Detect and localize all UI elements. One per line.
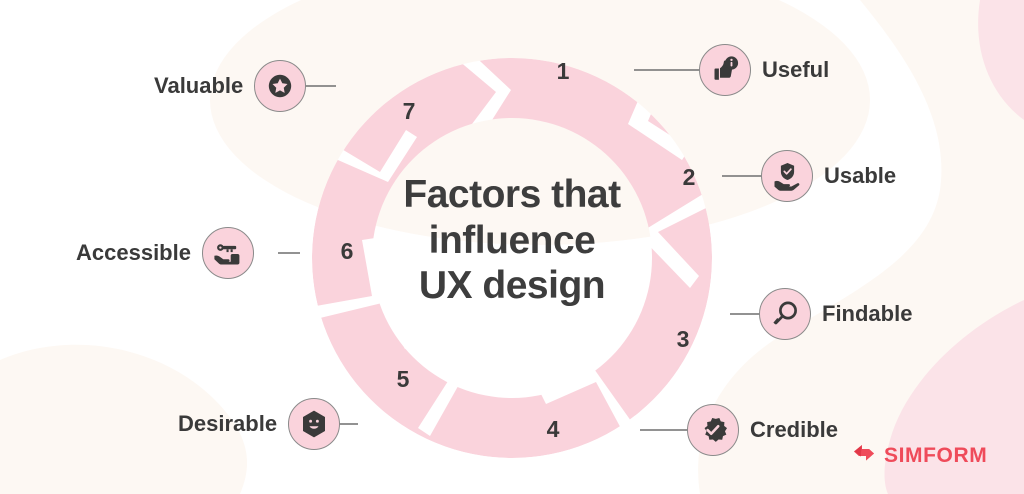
ring-number-7: 7 <box>402 98 416 124</box>
node-credible[interactable]: Credible <box>687 404 838 456</box>
ring-number-6: 6 <box>340 238 354 264</box>
hand-shield-check-icon <box>761 150 813 202</box>
node-desirable[interactable]: Desirable <box>178 398 341 450</box>
hand-key-icon <box>201 227 254 279</box>
ring-body <box>312 58 712 458</box>
verified-badge-icon <box>687 404 739 456</box>
page-title: Factors that influence UX design <box>362 172 662 309</box>
magnifier-icon <box>759 288 811 340</box>
simform-logo-text: SIMFORM <box>884 444 988 467</box>
node-usable[interactable]: Usable <box>761 150 896 202</box>
title-line-3: UX design <box>418 264 606 308</box>
node-useful[interactable]: Useful <box>699 44 829 96</box>
ring-segment-gaps <box>316 48 712 436</box>
hexagon-smiley-icon <box>288 398 341 450</box>
ring-number-1: 1 <box>556 58 570 84</box>
ring-number-3: 3 <box>676 326 690 352</box>
node-label-credible: Credible <box>750 417 839 442</box>
ring-number-5: 5 <box>396 366 410 392</box>
simform-logo[interactable]: SIMFORM <box>851 443 987 469</box>
node-valuable[interactable]: Valuable <box>154 60 307 112</box>
node-label-desirable: Desirable <box>178 411 278 436</box>
node-accessible[interactable]: Accessible <box>76 227 254 279</box>
node-findable[interactable]: Findable <box>759 288 912 340</box>
thumbs-up-info-icon <box>699 44 751 96</box>
node-label-useful: Useful <box>762 57 830 82</box>
ring-number-4: 4 <box>546 416 560 442</box>
ring-number-2: 2 <box>682 164 696 190</box>
node-label-accessible: Accessible <box>76 240 191 265</box>
title-line-2: influence <box>428 218 596 262</box>
title-line-1: Factors that <box>403 173 621 216</box>
simform-arrow-mark <box>854 445 874 461</box>
node-label-valuable: Valuable <box>154 73 244 98</box>
node-label-usable: Usable <box>824 163 897 188</box>
node-label-findable: Findable <box>822 301 913 326</box>
star-badge-icon <box>254 60 307 112</box>
